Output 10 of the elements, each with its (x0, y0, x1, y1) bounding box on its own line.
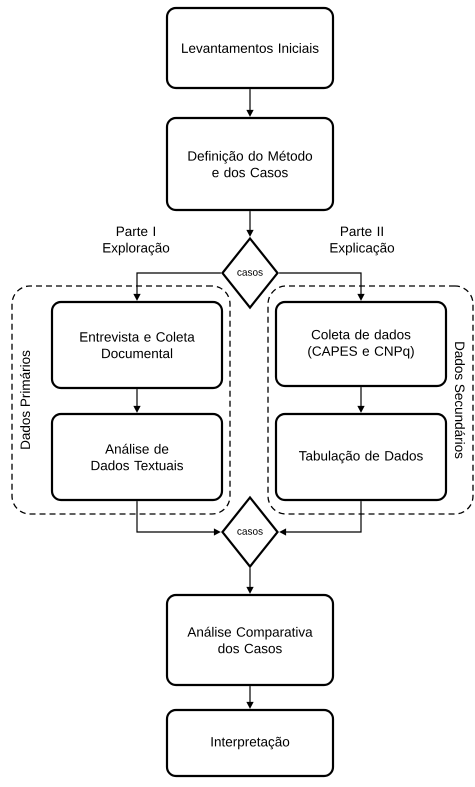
process-box: Análise de Dados Textuais (50, 412, 224, 502)
branch-label: Parte I Exploração (103, 226, 170, 256)
branch-label: Parte II Explicação (330, 226, 394, 256)
process-box: Tabulação de Dados (274, 412, 448, 502)
process-box: Levantamentos Iniciais (166, 6, 334, 90)
process-box: Entrevista e Coleta Documental (50, 300, 224, 390)
process-box: Definição do Método e dos Casos (166, 116, 334, 212)
process-box: Coleta de dados (CAPES e CNPq) (274, 300, 448, 388)
process-box: Análise Comparativa dos Casos (166, 594, 334, 686)
process-box: Interpretação (166, 708, 334, 778)
